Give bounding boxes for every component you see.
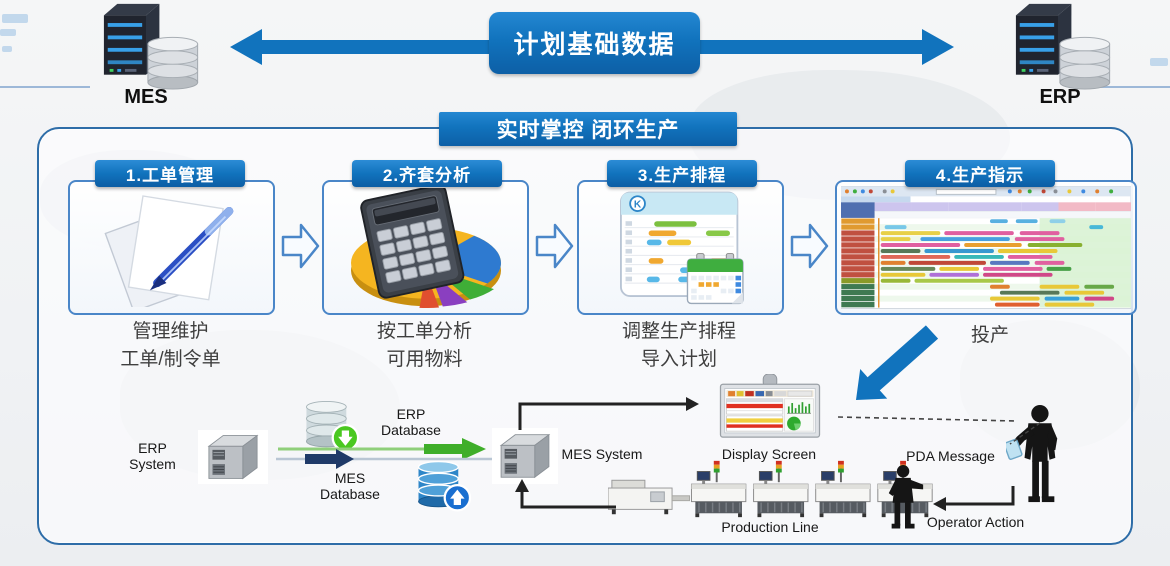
step1-box xyxy=(68,180,275,315)
step4-box xyxy=(835,180,1137,315)
sub-banner: 实时掌控 闭环生产 xyxy=(439,112,737,146)
step1-badge-text: 1.工单管理 xyxy=(125,166,215,185)
calculator-pie-chart-icon xyxy=(350,187,501,308)
operator-action-label: Operator Action xyxy=(918,514,1033,530)
double-arrow-left-head xyxy=(230,29,262,65)
step4-badge: 4.生产指示 xyxy=(905,160,1055,187)
decor-line-right xyxy=(1080,86,1170,88)
erp-database-label-line2: Database xyxy=(381,422,441,438)
step3-badge-text: 3.生产排程 xyxy=(637,166,727,185)
chevron-right-icon xyxy=(789,222,829,270)
mes-database-label-line1: MES xyxy=(334,470,366,486)
map-fragment xyxy=(0,29,16,36)
map-fragment xyxy=(2,14,28,23)
erp-system-label: ERP System xyxy=(105,440,200,472)
conveyor-segment xyxy=(671,495,691,502)
step2-box xyxy=(322,180,529,315)
step2-badge-text: 2.齐套分析 xyxy=(382,166,472,185)
pda-person-silhouette xyxy=(1006,404,1070,504)
erp-system-cube-icon xyxy=(198,430,268,484)
display-screen-label: Display Screen xyxy=(706,446,832,462)
operator-silhouette xyxy=(884,464,926,530)
mes-label: MES xyxy=(124,86,168,108)
step1-badge: 1.工单管理 xyxy=(95,160,245,187)
erp-system-label-line2: System xyxy=(129,456,176,472)
papers-and-pen-icon xyxy=(103,194,233,307)
display-screen-icon xyxy=(710,374,830,444)
sub-banner-text: 实时掌控 闭环生产 xyxy=(496,119,680,142)
decor-line-left xyxy=(0,86,90,88)
step1-desc-line2: 工单/制令单 xyxy=(120,349,221,370)
step2-badge: 2.齐套分析 xyxy=(352,160,502,187)
erp-database-icon xyxy=(298,396,362,454)
schedule-calendar-icon: K xyxy=(619,191,744,304)
production-line-label-text: Production Line xyxy=(721,519,819,535)
step3-desc-line1: 调整生产排程 xyxy=(621,321,736,342)
mes-system-cube-icon xyxy=(492,428,558,484)
step3-desc-line2: 导入计划 xyxy=(640,349,717,370)
step3-badge: 3.生产排程 xyxy=(607,160,757,187)
erp-label: ERP xyxy=(1039,86,1081,108)
step2-desc-line2: 可用物料 xyxy=(386,349,463,370)
scheduler-k-badge: K xyxy=(633,199,641,210)
mes-server-icon xyxy=(88,2,204,90)
step1-desc: 管理维护 工单/制令单 xyxy=(78,318,263,374)
mes-system-label: MES System xyxy=(552,446,652,462)
step2-desc-line1: 按工单分析 xyxy=(376,321,472,342)
double-arrow-right-head xyxy=(922,29,954,65)
pda-message-label-text: PDA Message xyxy=(906,448,995,464)
mes-database-label: MES Database xyxy=(310,470,390,502)
mes-database-icon xyxy=(410,458,474,514)
step3-desc: 调整生产排程 导入计划 xyxy=(586,318,772,374)
map-fragment xyxy=(1150,58,1168,66)
wave-solder-machine xyxy=(608,479,673,515)
mes-system-label-text: MES System xyxy=(561,446,643,462)
step1-desc-line1: 管理维护 xyxy=(132,321,209,342)
step2-desc: 按工单分析 可用物料 xyxy=(332,318,517,374)
chevron-right-icon xyxy=(280,222,320,270)
erp-system-label-line1: ERP xyxy=(138,440,167,456)
chevron-right-icon xyxy=(534,222,574,270)
erp-database-label-line1: ERP xyxy=(396,406,426,422)
production-line-label: Production Line xyxy=(705,519,835,535)
step4-desc: 投产 xyxy=(920,322,1060,350)
pda-message-label: PDA Message xyxy=(898,448,1003,464)
step3-box: K xyxy=(577,180,784,315)
step4-desc-line1: 投产 xyxy=(970,325,1009,346)
top-banner-text: 计划基础数据 xyxy=(513,31,676,59)
gantt-chart-screenshot xyxy=(841,186,1131,309)
top-banner: 计划基础数据 xyxy=(489,12,700,74)
erp-server-icon xyxy=(1000,2,1116,90)
mes-database-label-line2: Database xyxy=(320,486,380,502)
erp-database-label: ERP Database xyxy=(368,406,454,438)
operator-action-label-text: Operator Action xyxy=(926,514,1025,530)
map-fragment xyxy=(2,46,12,52)
display-screen-label-text: Display Screen xyxy=(721,446,817,462)
production-line-icon xyxy=(608,458,938,520)
step4-badge-text: 4.生产指示 xyxy=(935,166,1025,185)
